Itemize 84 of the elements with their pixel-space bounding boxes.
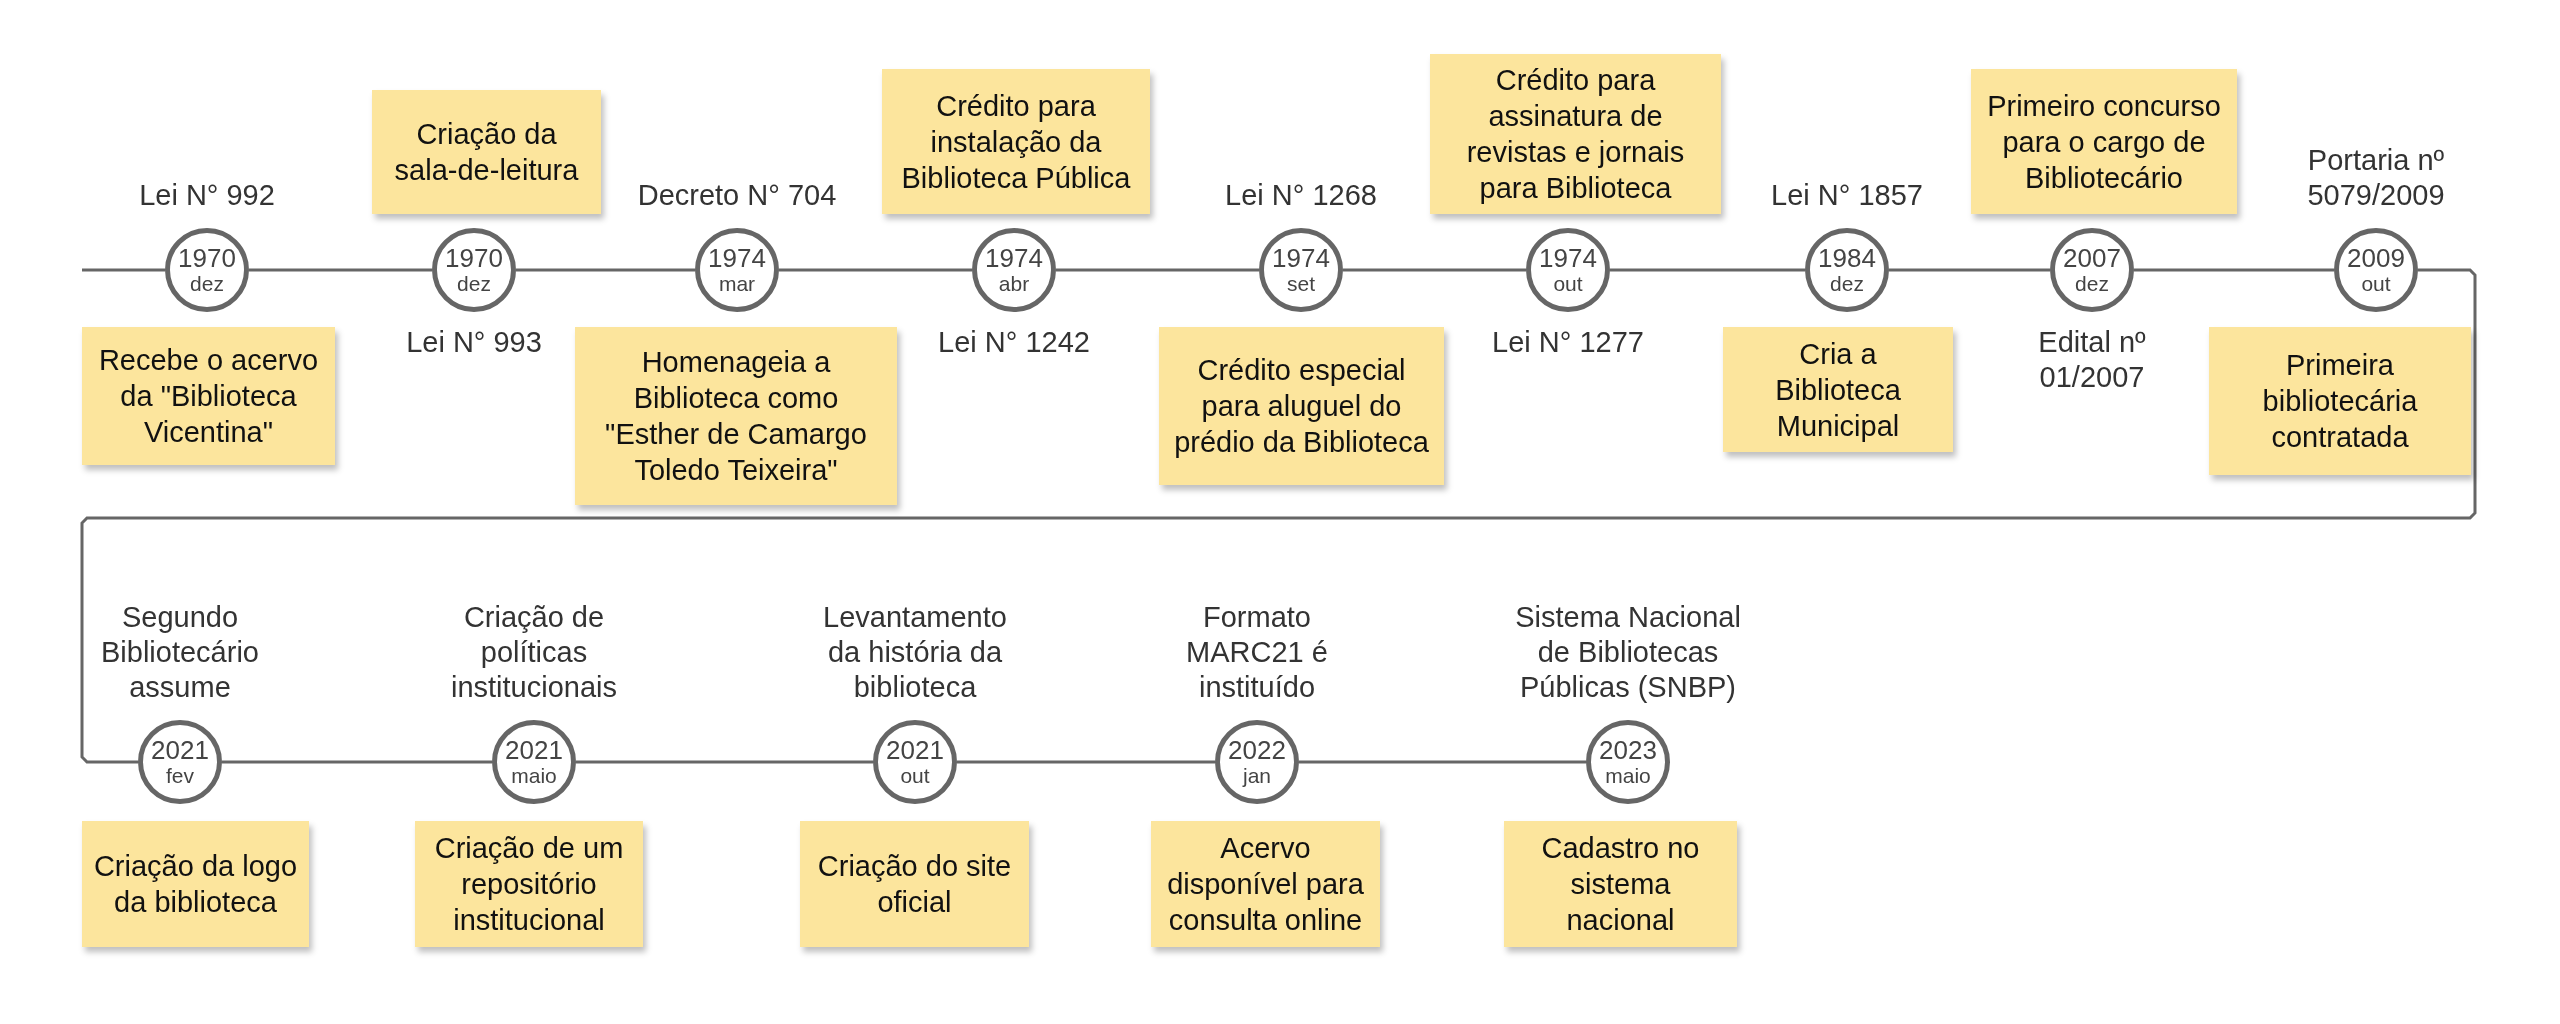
- note-text: Cadastro no sistema nacional: [1540, 831, 1701, 938]
- event-label: Decreto N° 704: [636, 178, 838, 213]
- sticky-note: [1151, 821, 1380, 947]
- event-label: Sistema Nacional de Bibliotecas Públicas (SNBP): [1514, 600, 1742, 705]
- month-label: dez: [457, 272, 491, 296]
- year-label: 1974: [708, 244, 766, 272]
- event-label: Criação de políticas institucionais: [450, 600, 618, 705]
- year-label: 2021: [151, 736, 209, 764]
- sticky-note: [800, 821, 1029, 947]
- month-label: out: [2361, 272, 2391, 296]
- timeline-line: [222, 760, 492, 764]
- note-text: Criação de um repositório institucional: [433, 831, 625, 938]
- sticky-note: [1159, 327, 1444, 485]
- event-label: Lei N° 1242: [937, 325, 1091, 360]
- note-text: Criação do site oficial: [816, 849, 1013, 920]
- timeline-line: [516, 268, 695, 272]
- year-label: 1974: [1272, 244, 1330, 272]
- sticky-note: [1723, 327, 1953, 452]
- year-label: 2009: [2347, 244, 2405, 272]
- sticky-note: [882, 69, 1150, 214]
- year-label: 1970: [178, 244, 236, 272]
- event-label: Segundo Bibliotecário assume: [100, 600, 260, 705]
- note-text: Acervo disponível para consulta online: [1166, 831, 1365, 938]
- note-text: Criação da sala-de-leitura: [393, 117, 580, 188]
- timeline-line: [779, 268, 972, 272]
- sticky-note: [372, 90, 601, 214]
- timeline-line: [576, 760, 873, 764]
- sticky-note: [1504, 821, 1737, 947]
- note-text: Homenageia a Biblioteca como "Esther de Camargo Toledo Teixeira": [604, 345, 868, 488]
- month-label: dez: [190, 272, 224, 296]
- month-label: set: [1287, 272, 1315, 296]
- month-label: dez: [1830, 272, 1864, 296]
- timeline-line: [1889, 268, 2050, 272]
- year-label: 1970: [445, 244, 503, 272]
- note-text: Crédito para assinatura de revistas e jornais para Biblioteca: [1465, 63, 1686, 206]
- month-label: dez: [2075, 272, 2109, 296]
- note-text: Recebe o acervo da "Biblioteca Vicentina": [97, 343, 320, 450]
- note-text: Primeira bibliotecária contratada: [2261, 348, 2419, 455]
- timeline-line: [957, 760, 1215, 764]
- event-label: Lei N° 1268: [1224, 178, 1378, 213]
- event-label: Levantamento da história da biblioteca: [822, 600, 1008, 705]
- timeline-line: [1343, 268, 1526, 272]
- year-label: 2021: [886, 736, 944, 764]
- event-label: Lei N° 992: [138, 178, 276, 213]
- month-label: abr: [998, 272, 1030, 296]
- event-label: Edital nº 01/2007: [2037, 325, 2147, 395]
- year-label: 1984: [1818, 244, 1876, 272]
- note-text: Crédito especial para aluguel do prédio da Biblioteca: [1173, 353, 1430, 460]
- month-label: out: [900, 764, 930, 788]
- timeline-line: [2134, 268, 2334, 272]
- year-label: 1974: [985, 244, 1043, 272]
- timeline-line: [1299, 760, 1586, 764]
- year-label: 2023: [1599, 736, 1657, 764]
- timeline-line: [82, 268, 165, 272]
- month-label: maio: [1605, 764, 1651, 788]
- year-label: 2022: [1228, 736, 1286, 764]
- year-label: 2021: [505, 736, 563, 764]
- event-label: Formato MARC21 é instituído: [1185, 600, 1329, 705]
- note-text: Cria a Biblioteca Municipal: [1774, 336, 1902, 444]
- year-label: 1974: [1539, 244, 1597, 272]
- sticky-note: [1430, 54, 1721, 214]
- year-label: 2007: [2063, 244, 2121, 272]
- sticky-note: [82, 327, 335, 465]
- note-text: Criação da logo da biblioteca: [92, 849, 299, 920]
- event-label: Lei N° 993: [405, 325, 543, 360]
- event-label: Lei N° 1277: [1491, 325, 1645, 360]
- sticky-note: [82, 821, 309, 947]
- sticky-note: [1971, 69, 2237, 214]
- month-label: fev: [166, 764, 194, 788]
- sticky-note: [575, 327, 897, 505]
- sticky-note: [2209, 327, 2471, 475]
- timeline-line: [1610, 268, 1805, 272]
- sticky-note: [415, 821, 643, 947]
- event-label: Lei N° 1857: [1770, 178, 1924, 213]
- timeline-line: [249, 268, 432, 272]
- month-label: mar: [718, 272, 756, 296]
- month-label: jan: [1243, 764, 1271, 788]
- note-text: Primeiro concurso para o cargo de Bibliotecário: [1986, 88, 2222, 196]
- month-label: out: [1553, 272, 1583, 296]
- timeline-line: [1056, 268, 1259, 272]
- event-label: Portaria nº 5079/2009: [2306, 143, 2446, 213]
- note-text: Crédito para instalação da Biblioteca Pública: [900, 88, 1132, 196]
- timeline-line: [80, 268, 2477, 764]
- month-label: maio: [511, 764, 557, 788]
